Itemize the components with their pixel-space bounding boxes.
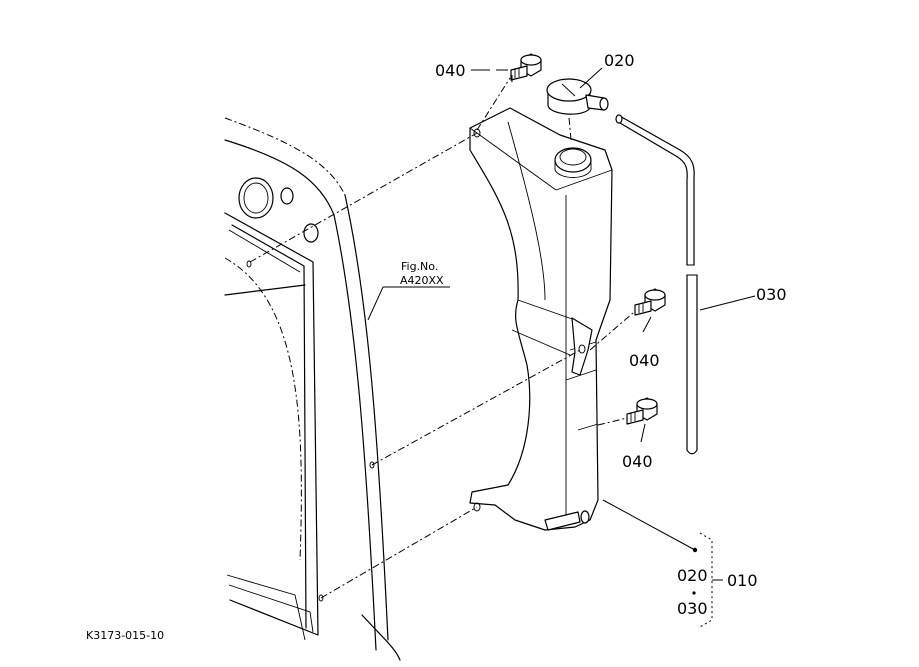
group-bracket: [699, 532, 723, 628]
label-010-assembly: 010: [727, 571, 758, 590]
radiator-shroud: [224, 117, 401, 661]
label-030-group: 030: [677, 599, 708, 618]
reserve-tank: [469, 107, 613, 531]
overflow-hose: [615, 114, 698, 455]
label-040-top: 040: [435, 61, 466, 80]
bolt-mid: [634, 288, 666, 316]
tank-cap: [546, 78, 609, 115]
assembly-lines: [249, 75, 634, 599]
bolt-low: [626, 397, 658, 425]
leader-lines: [367, 67, 756, 595]
fig-no-label: Fig.No.: [401, 260, 438, 273]
label-020-group: 020: [677, 566, 708, 585]
drawing-code: K3173-015-10: [86, 629, 164, 642]
label-020-cap: 020: [604, 51, 635, 70]
label-040-mid: 040: [629, 351, 660, 370]
bolt-top: [510, 53, 542, 81]
label-040-low: 040: [622, 452, 653, 471]
label-030-hose: 030: [756, 285, 787, 304]
fig-no-value: A420XX: [400, 274, 444, 287]
